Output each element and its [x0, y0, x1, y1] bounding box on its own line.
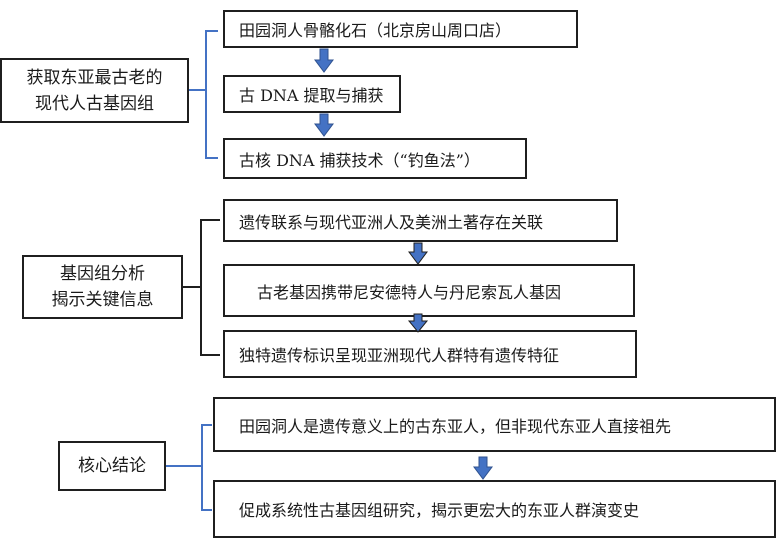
group1-step2-box: 古 DNA 提取与捕获	[223, 75, 401, 113]
group2-title-line1: 基因组分析	[60, 264, 145, 284]
group1-title-line1: 获取东亚最古老的	[26, 67, 163, 88]
group2-step3-box: 独特遗传标识呈现亚洲现代人群特有遗传特征	[223, 330, 637, 378]
group3-step1-text: 田园洞人是遗传意义上的古东亚人，但非现代东亚人直接祖先	[239, 416, 672, 436]
group3-title-box: 核心结论	[58, 441, 166, 491]
group1-title-box: 获取东亚最古老的 现代人古基因组	[0, 58, 189, 123]
group3-step1-box: 田园洞人是遗传意义上的古东亚人，但非现代东亚人直接祖先	[213, 397, 776, 452]
group1-title-line2: 现代人古基因组	[35, 93, 154, 114]
group2-step1-text: 遗传联系与现代亚洲人及美洲土著存在关联	[239, 212, 544, 232]
group1-step1-box: 田园洞人骨骼化石（北京房山周口店）	[223, 10, 578, 48]
group2-step2-box: 古老基因携带尼安德特人与丹尼索瓦人基因	[223, 264, 635, 317]
group3-bracket	[166, 424, 212, 511]
group1-bracket	[189, 30, 218, 159]
group1-step3-text: 古核 DNA 捕获技术（“钓鱼法”）	[239, 150, 480, 170]
group1-step1-text: 田园洞人骨骼化石（北京房山周口店）	[239, 21, 512, 40]
group2-step2-text: 古老基因携带尼安德特人与丹尼索瓦人基因	[257, 282, 562, 302]
arrow-g2-1	[408, 242, 428, 265]
group2-title-line2: 揭示关键信息	[51, 290, 154, 310]
group1-step3-box: 古核 DNA 捕获技术（“钓鱼法”）	[223, 138, 527, 179]
group2-step3-text: 独特遗传标识呈现亚洲现代人群特有遗传特征	[239, 346, 560, 365]
group3-step2-box: 促成系统性古基因组研究，揭示更宏大的东亚人群演变史	[213, 480, 776, 538]
arrow-g1-1	[314, 48, 334, 73]
arrow-g2-2	[407, 313, 429, 333]
group3-title-line1: 核心结论	[78, 456, 146, 476]
arrow-g1-2	[314, 113, 334, 137]
group2-bracket	[183, 219, 220, 356]
group2-title-box: 基因组分析 揭示关键信息	[22, 255, 183, 319]
group2-step1-box: 遗传联系与现代亚洲人及美洲土著存在关联	[223, 199, 618, 242]
group3-step2-text: 促成系统性古基因组研究，揭示更宏大的东亚人群演变史	[239, 501, 640, 520]
arrow-g3-1	[473, 456, 493, 480]
group1-step2-text: 古 DNA 提取与捕获	[239, 86, 384, 105]
